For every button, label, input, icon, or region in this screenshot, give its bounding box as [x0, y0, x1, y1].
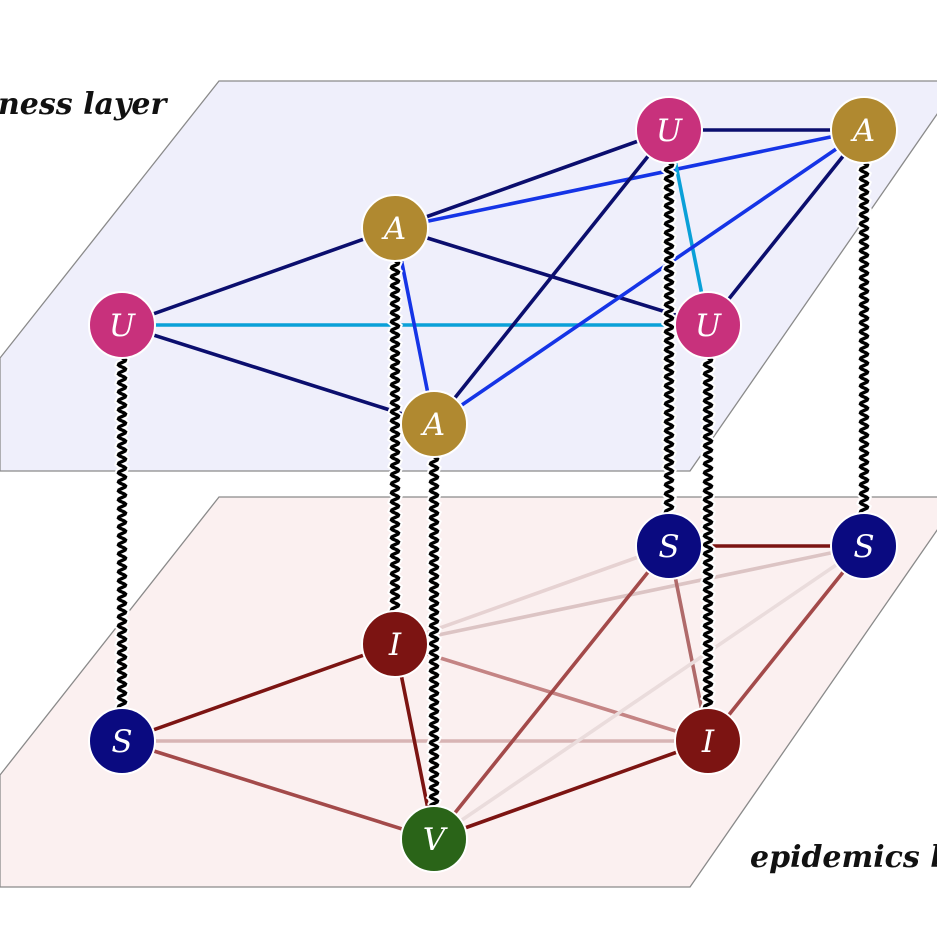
epidemics-node-e1: S	[88, 707, 156, 775]
epidemics-node-e2: I	[361, 610, 429, 678]
awareness-node-circle	[361, 194, 429, 262]
interlayer-link-a2-e2	[389, 259, 401, 613]
interlayer-link-a5-e5	[702, 356, 714, 710]
epidemics-node-circle	[674, 707, 742, 775]
epidemics-edge-e1-e6	[120, 739, 436, 841]
epidemics-edge-e4-e5	[706, 544, 866, 743]
interlayer-link-a1-e1	[116, 356, 128, 710]
epidemics-node-e5: I	[674, 707, 742, 775]
awareness-node-circle	[400, 390, 468, 458]
awareness-node-circle	[830, 96, 898, 164]
awareness-edge-a1-a6	[120, 323, 436, 426]
awareness-edge-a1-a2	[120, 226, 397, 327]
awareness-node-a1: U	[88, 291, 156, 359]
awareness-node-a6: A	[400, 390, 468, 458]
awareness-node-label: U	[695, 308, 722, 344]
epidemics-layer-label: epidemics l	[750, 840, 937, 875]
awareness-layer-nodes: U A U A U A	[88, 96, 898, 458]
awareness-edge-a2-a3	[393, 128, 671, 230]
epidemics-node-circle	[830, 512, 898, 580]
epidemics-edge-e2-e3	[393, 544, 671, 646]
epidemics-edge-e4-e6	[432, 544, 866, 841]
epidemics-layer-nodes: S I S S I V	[88, 512, 898, 873]
epidemics-node-label: S	[853, 529, 874, 565]
awareness-node-a4: A	[830, 96, 898, 164]
epidemics-node-label: S	[111, 724, 132, 760]
epidemics-node-e4: S	[830, 512, 898, 580]
epidemics-node-circle	[361, 610, 429, 678]
epidemics-node-circle	[400, 805, 468, 873]
awareness-layer-edges	[120, 128, 866, 426]
awareness-node-label: A	[381, 211, 406, 247]
awareness-node-circle	[674, 291, 742, 359]
awareness-edge-a4-a6	[432, 128, 866, 426]
awareness-node-label: U	[656, 113, 683, 149]
epidemics-layer: epidemics l	[0, 496, 937, 888]
epidemics-node-e3: S	[635, 512, 703, 580]
epidemics-edge-e5-e6	[432, 739, 710, 841]
awareness-node-a3: U	[635, 96, 703, 164]
awareness-layer: ness layer	[0, 80, 937, 472]
epidemics-node-label: I	[701, 724, 715, 760]
epidemics-node-e6: V	[400, 805, 468, 873]
awareness-edge-a4-a5	[706, 128, 866, 327]
interlayer-link-a6-e6	[428, 455, 440, 807]
epidemics-node-circle	[88, 707, 156, 775]
interlayer-links	[114, 159, 872, 809]
awareness-node-a2: A	[361, 194, 429, 262]
awareness-node-circle	[88, 291, 156, 359]
epidemics-edge-e3-e6	[432, 544, 671, 841]
epidemics-node-label: V	[423, 822, 449, 858]
interlayer-link-a3-e3	[663, 161, 675, 515]
awareness-layer-plane	[0, 80, 937, 472]
awareness-node-circle	[635, 96, 703, 164]
interlayer-link-a4-e4	[858, 161, 870, 515]
awareness-node-a5: U	[674, 291, 742, 359]
awareness-node-label: A	[850, 113, 875, 149]
epidemics-layer-plane	[0, 496, 937, 888]
awareness-node-label: A	[420, 407, 445, 443]
epidemics-node-label: S	[658, 529, 679, 565]
awareness-layer-label: ness layer	[0, 87, 168, 122]
awareness-node-label: U	[109, 308, 136, 344]
epidemics-edge-e1-e2	[120, 642, 397, 743]
epidemics-node-circle	[635, 512, 703, 580]
awareness-edge-a3-a6	[432, 128, 671, 426]
epidemics-node-label: I	[388, 627, 402, 663]
